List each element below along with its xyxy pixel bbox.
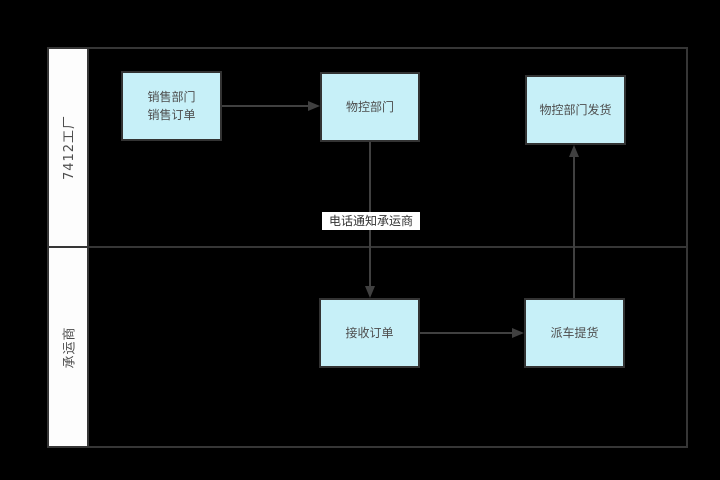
node-sales-order[interactable]: 销售部门 销售订单 — [121, 71, 222, 141]
lane-divider-line — [49, 246, 686, 248]
lane-label-carrier: 承运商 — [62, 325, 78, 369]
lane-label-factory: 7412工厂 — [62, 114, 78, 181]
edge-label-phone-notify-carrier: 电话通知承运商 — [322, 212, 420, 230]
node-material-control-ship[interactable]: 物控部门发货 — [525, 75, 626, 145]
lane-header-carrier: 承运商 — [47, 246, 89, 448]
lane-header-factory: 7412工厂 — [47, 47, 89, 248]
node-material-control[interactable]: 物控部门 — [320, 72, 420, 142]
node-receive-order[interactable]: 接收订单 — [319, 298, 420, 368]
node-dispatch-pickup[interactable]: 派车提货 — [524, 298, 625, 368]
